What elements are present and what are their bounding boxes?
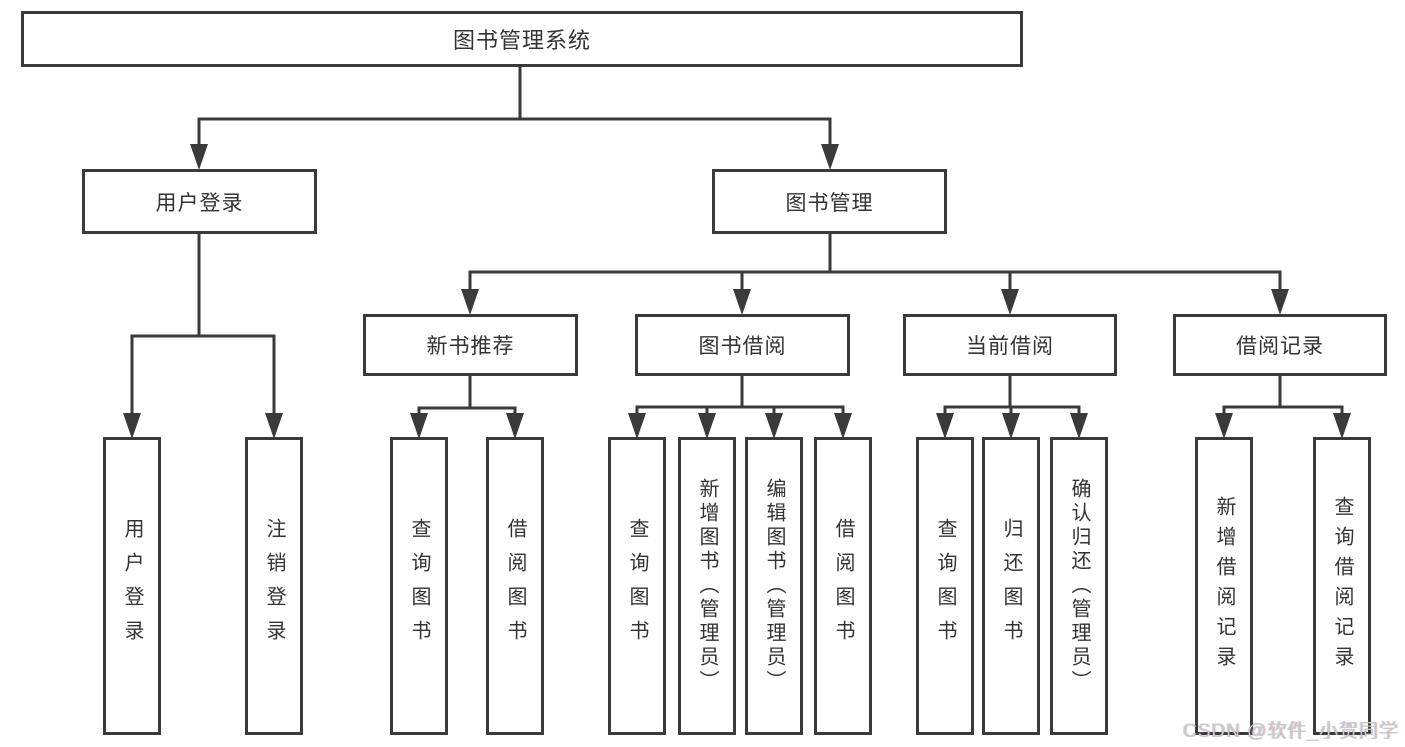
node-label: 当前借阅 (966, 335, 1054, 358)
leaf-current-query-books: 查询图书 (916, 437, 974, 735)
leaf-label: 用户登录 (121, 518, 143, 654)
node-current-borrow: 当前借阅 (903, 314, 1117, 376)
arrowhead-icon (698, 413, 716, 439)
leaf-borrow-query-books: 查询图书 (608, 437, 666, 735)
arrowhead-icon (628, 413, 646, 439)
leaf-label: 查询图书 (408, 518, 430, 654)
node-label: 用户登录 (155, 191, 244, 215)
leaf-recommend-borrow-books: 借阅图书 (486, 437, 544, 735)
leaf-label: 查询图书 (626, 518, 648, 654)
leaf-label: 借阅图书 (832, 518, 854, 654)
arrowhead-icon (1070, 413, 1088, 439)
watermark: CSDN @软件_小贺同学 (1183, 721, 1399, 742)
arrowhead-icon (123, 413, 141, 439)
leaf-recommend-query-books: 查询图书 (390, 437, 448, 735)
leaf-label: 借阅图书 (504, 518, 526, 654)
arrowhead-icon (461, 289, 479, 315)
leaf-current-return-books: 归还图书 (982, 437, 1040, 735)
leaf-records-add-record: 新增借阅记录 (1195, 437, 1253, 735)
leaf-label: 确认归还︵管理员︶ (1068, 478, 1090, 694)
node-book-management: 图书管理 (712, 169, 947, 234)
arrowhead-icon (1271, 289, 1289, 315)
arrowhead-icon (765, 413, 783, 439)
leaf-borrow-borrow-books: 借阅图书 (814, 437, 872, 735)
node-label: 新书推荐 (426, 335, 515, 358)
leaf-current-confirm-return-admin: 确认归还︵管理员︶ (1050, 437, 1108, 735)
arrowhead-icon (834, 413, 852, 439)
leaf-borrow-edit-books-admin: 编辑图书︵管理员︶ (745, 437, 803, 735)
arrowhead-icon (1215, 413, 1233, 439)
node-label: 图书借阅 (698, 335, 787, 358)
leaf-label: 归还图书 (1000, 518, 1022, 654)
leaf-label: 注销登录 (263, 518, 285, 654)
leaf-records-query-record: 查询借阅记录 (1313, 437, 1371, 735)
node-borrow-records: 借阅记录 (1173, 314, 1387, 376)
leaf-borrow-add-books-admin: 新增图书︵管理员︶ (678, 437, 736, 735)
arrowhead-icon (506, 413, 524, 439)
leaf-user-login: 用户登录 (103, 437, 161, 735)
node-label: 借阅记录 (1236, 335, 1324, 358)
arrowhead-icon (1002, 413, 1020, 439)
arrowhead-icon (1001, 289, 1019, 315)
node-user-login: 用户登录 (82, 169, 317, 234)
arrowhead-icon (190, 144, 208, 170)
leaf-label: 新增借阅记录 (1213, 496, 1235, 676)
leaf-label: 查询图书 (934, 518, 956, 654)
arrowhead-icon (821, 144, 839, 170)
arrowhead-icon (410, 413, 428, 439)
leaf-label: 编辑图书︵管理员︶ (763, 478, 785, 694)
leaf-label: 查询借阅记录 (1331, 496, 1353, 676)
arrowhead-icon (733, 289, 751, 315)
arrowhead-icon (265, 413, 283, 439)
node-label: 图书管理 (785, 191, 874, 215)
leaf-logout: 注销登录 (245, 437, 303, 735)
node-book-borrow: 图书借阅 (635, 314, 850, 376)
node-new-book-recommend: 新书推荐 (363, 314, 578, 376)
arrowhead-icon (936, 413, 954, 439)
leaf-label: 新增图书︵管理员︶ (696, 478, 718, 694)
node-label: 图书管理系统 (452, 28, 591, 53)
node-root: 图书管理系统 (21, 11, 1023, 67)
arrowhead-icon (1333, 413, 1351, 439)
